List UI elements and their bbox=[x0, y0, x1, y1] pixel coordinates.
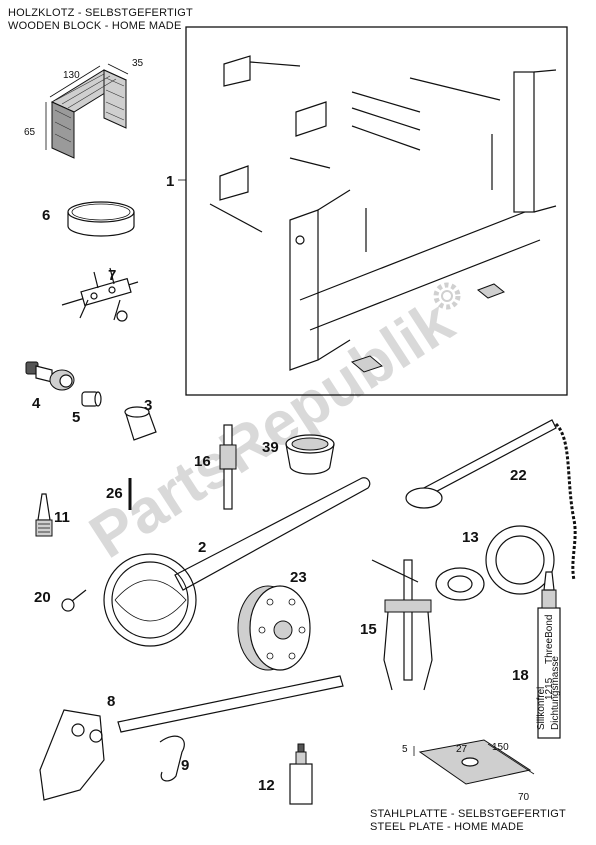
dimension-130: 130 bbox=[63, 70, 80, 81]
watermark-gear-icon bbox=[433, 282, 461, 310]
label-22: 22 bbox=[510, 467, 527, 484]
tube-text-desc: Dichtungsmasse bbox=[550, 656, 561, 730]
part-13-holding-wrench bbox=[435, 525, 555, 601]
tube-text-code: 1215 bbox=[544, 677, 555, 700]
dimension-150: 150 bbox=[492, 742, 509, 753]
label-13: 13 bbox=[462, 529, 479, 546]
wooden-block bbox=[45, 63, 129, 159]
tube-text-type: Silikonfrei bbox=[536, 687, 547, 730]
part-4-tool bbox=[25, 361, 75, 391]
label-12: 12 bbox=[258, 777, 275, 794]
assembly-1-frame bbox=[185, 26, 568, 396]
part-11-nozzle bbox=[35, 493, 53, 537]
part-39-oil-filter-cap bbox=[285, 434, 335, 475]
part-22-chain-wrench bbox=[405, 419, 577, 581]
part-labels: 1 2 3 4 5 6 7 8 9 11 12 13 15 16 18 20 2… bbox=[32, 173, 529, 794]
part-9-clip bbox=[159, 735, 185, 782]
dimension-35: 35 bbox=[132, 58, 144, 69]
part-2-strap-wrench bbox=[103, 477, 371, 647]
label-18: 18 bbox=[512, 667, 529, 684]
label-5: 5 bbox=[72, 409, 80, 426]
label-8: 8 bbox=[107, 693, 115, 710]
part-3-sleeve bbox=[124, 406, 157, 441]
label-6: 6 bbox=[42, 207, 50, 224]
dimension-65: 65 bbox=[24, 127, 36, 138]
part-16-puller bbox=[219, 424, 237, 510]
label-15: 15 bbox=[360, 621, 377, 638]
dimension-70: 70 bbox=[518, 792, 530, 803]
label-3: 3 bbox=[144, 397, 152, 414]
label-11: 11 bbox=[54, 509, 70, 526]
wood-block-caption-en: WOODEN BLOCK - HOME MADE bbox=[8, 20, 182, 32]
part-20-screw bbox=[61, 589, 87, 612]
part-15-puller bbox=[371, 559, 433, 691]
label-9: 9 bbox=[181, 757, 189, 774]
steel-plate-caption: STAHLPLATTE - SELBSTGEFERTIGT STEEL PLAT… bbox=[370, 808, 566, 834]
part-18-sealant-tube: ThreeBond 1215 Silikonfrei Dichtungsmass… bbox=[536, 571, 561, 739]
part-8-holder bbox=[39, 675, 344, 801]
steel-plate-caption-de: STAHLPLATTE - SELBSTGEFERTIGT bbox=[370, 808, 566, 820]
wood-block-caption: HOLZKLOTZ - SELBSTGEFERTIGT WOODEN BLOCK… bbox=[8, 7, 193, 33]
part-23-rotor bbox=[237, 585, 311, 671]
label-1: 1 bbox=[166, 173, 174, 190]
steel-plate-caption-en: STEEL PLATE - HOME MADE bbox=[370, 821, 524, 833]
part-5-sleeve bbox=[81, 391, 102, 407]
label-39: 39 bbox=[262, 439, 279, 456]
label-20: 20 bbox=[34, 589, 51, 606]
part-6-clamp-ring bbox=[67, 201, 135, 237]
label-2: 2 bbox=[198, 539, 206, 556]
tube-text-brand: ThreeBond bbox=[544, 615, 555, 664]
part-7-holding-tool bbox=[61, 267, 139, 322]
dimension-5: 5 bbox=[402, 744, 408, 755]
label-23: 23 bbox=[290, 569, 307, 586]
label-4: 4 bbox=[32, 395, 41, 412]
part-12-bottle bbox=[289, 743, 313, 805]
label-26: 26 bbox=[106, 485, 123, 502]
label-16: 16 bbox=[194, 453, 211, 470]
dimension-27: 27 bbox=[456, 744, 468, 755]
label-7: 7 bbox=[108, 267, 116, 284]
steel-plate bbox=[413, 739, 535, 785]
assembly-1-stand bbox=[209, 55, 557, 373]
wood-block-caption-de: HOLZKLOTZ - SELBSTGEFERTIGT bbox=[8, 7, 193, 19]
